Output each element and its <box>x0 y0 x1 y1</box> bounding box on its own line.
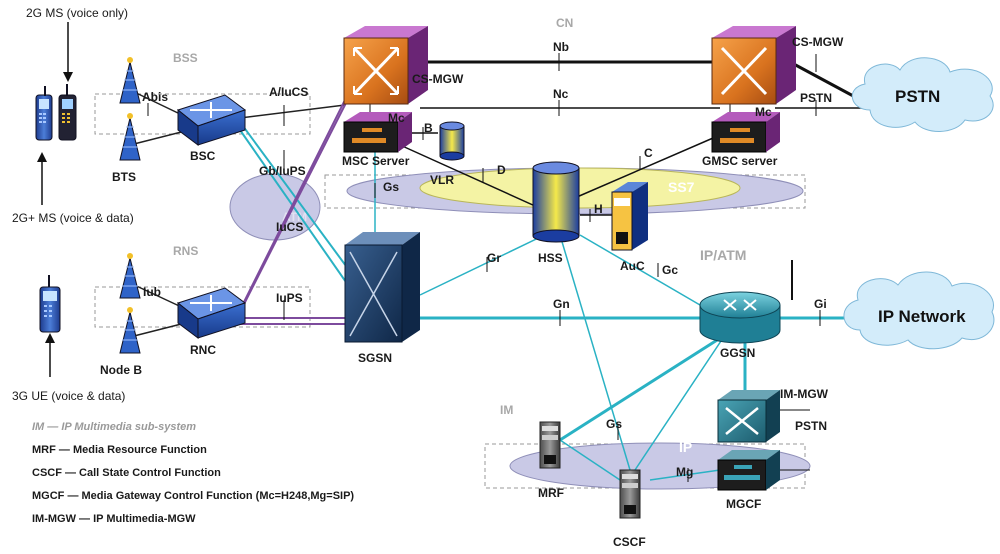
iface-d: D <box>497 163 506 177</box>
iface-mg: Mg <box>676 465 693 479</box>
iface-iups: IuPS <box>276 291 303 305</box>
vlr-label: VLR <box>430 173 454 187</box>
ms-2g-plus-label: 2G+ MS (voice & data) <box>12 211 134 225</box>
rns-region <box>94 286 311 328</box>
sgsn-label: SGSN <box>358 351 392 365</box>
mrf-label: MRF <box>538 486 564 500</box>
legend: IM — IP Multimedia sub-system MRF — Medi… <box>32 421 354 525</box>
mgcf-label: MGCF <box>726 497 761 511</box>
atm-ellipse <box>229 173 321 241</box>
server-rack-icon <box>611 182 648 251</box>
auc-label: AuC <box>620 259 645 273</box>
iface-mc-1: Mc <box>388 111 405 125</box>
msc-server-label: MSC Server <box>342 154 410 168</box>
media-gateway-icon <box>711 26 796 105</box>
antenna-icon <box>119 113 141 161</box>
iface-mc-2: Mc <box>755 105 772 119</box>
server-rack-icon <box>619 469 641 519</box>
iface-gi: Gi <box>814 297 827 311</box>
ss7-ellipse-inner <box>419 167 741 209</box>
legend-item-im-mgw: IM-MGW — IP Multimedia-MGW <box>32 513 196 525</box>
router-icon <box>699 260 793 344</box>
bts-label: BTS <box>112 170 136 184</box>
antenna-icon <box>119 253 141 299</box>
iface-gs-2: Gs <box>606 417 622 431</box>
media-gateway-icon <box>717 390 780 443</box>
iface-gn: Gn <box>553 297 570 311</box>
iface-gc: Gc <box>662 263 678 277</box>
ip-network-cloud-label: IP Network <box>878 307 966 326</box>
connection-lines <box>41 22 871 481</box>
iface-nb: Nb <box>553 40 569 54</box>
rns-region-label: RNS <box>173 244 198 258</box>
cs-mgw-1-label: CS-MGW <box>412 72 464 86</box>
hss-label: HSS <box>538 251 563 265</box>
antenna-icon <box>119 57 141 104</box>
legend-item-mrf: MRF — Media Resource Function <box>32 444 207 456</box>
mobile-phone-icon <box>39 275 61 333</box>
media-gateway-icon <box>343 26 428 105</box>
switch-icon <box>344 232 420 343</box>
switch-icon <box>176 287 247 339</box>
iface-pstn-1: PSTN <box>800 91 832 105</box>
mobile-phone-icon <box>58 84 77 141</box>
rnc-label: RNC <box>190 343 216 357</box>
legend-item-cscf: CSCF — Call State Control Function <box>32 467 221 479</box>
iface-gs-1: Gs <box>383 180 399 194</box>
ggsn-label: GGSN <box>720 346 755 360</box>
ip-region-label: IP <box>679 439 692 455</box>
iface-h: H <box>594 202 603 216</box>
bss-region <box>94 93 311 135</box>
legend-item-im: IM — IP Multimedia sub-system <box>32 421 196 433</box>
ip-atm-region-label: IP/ATM <box>700 247 746 263</box>
ss7-region-label: SS7 <box>668 179 695 195</box>
im-mgw-label: IM-MGW <box>780 387 829 401</box>
database-cylinder-icon <box>532 161 580 243</box>
iface-a-iucs: A/IuCS <box>269 85 308 99</box>
node-b-label: Node B <box>100 363 142 377</box>
iface-gr: Gr <box>487 251 501 265</box>
pstn-cloud-icon <box>852 57 994 132</box>
iface-iub: Iub <box>143 285 161 299</box>
iface-gb-iups: Gb/IuPS <box>259 164 306 178</box>
iface-pstn-2: PSTN <box>795 419 827 433</box>
iface-iucs: IuCS <box>276 220 303 234</box>
bsc-label: BSC <box>190 149 216 163</box>
iface-b: B <box>424 121 433 135</box>
server-rack-icon <box>539 421 561 469</box>
legend-item-mgcf: MGCF — Media Gateway Control Function (M… <box>32 490 354 502</box>
server-rack-icon <box>717 450 780 491</box>
cscf-label: CSCF <box>613 535 646 549</box>
bss-region-label: BSS <box>173 51 198 65</box>
mobile-phone-icon <box>35 86 53 141</box>
ue-3g-label: 3G UE (voice & data) <box>12 389 125 403</box>
pstn-cloud-label: PSTN <box>895 87 940 106</box>
antenna-icon <box>119 307 141 354</box>
switch-icon <box>176 94 247 146</box>
ms-2g-label: 2G MS (voice only) <box>26 6 128 20</box>
ip-network-cloud-icon <box>843 271 995 350</box>
arrowheads <box>37 72 73 343</box>
iface-abis: Abis <box>142 90 168 104</box>
cn-region-label: CN <box>556 16 573 30</box>
iface-c: C <box>644 146 653 160</box>
server-rack-icon <box>711 112 780 153</box>
server-rack-icon <box>343 112 412 153</box>
database-cylinder-icon <box>439 121 465 161</box>
iface-nc: Nc <box>553 87 569 101</box>
gmsc-server-label: GMSC server <box>702 154 778 168</box>
cs-mgw-2-label: CS-MGW <box>792 35 844 49</box>
im-region-label: IM <box>500 403 513 417</box>
